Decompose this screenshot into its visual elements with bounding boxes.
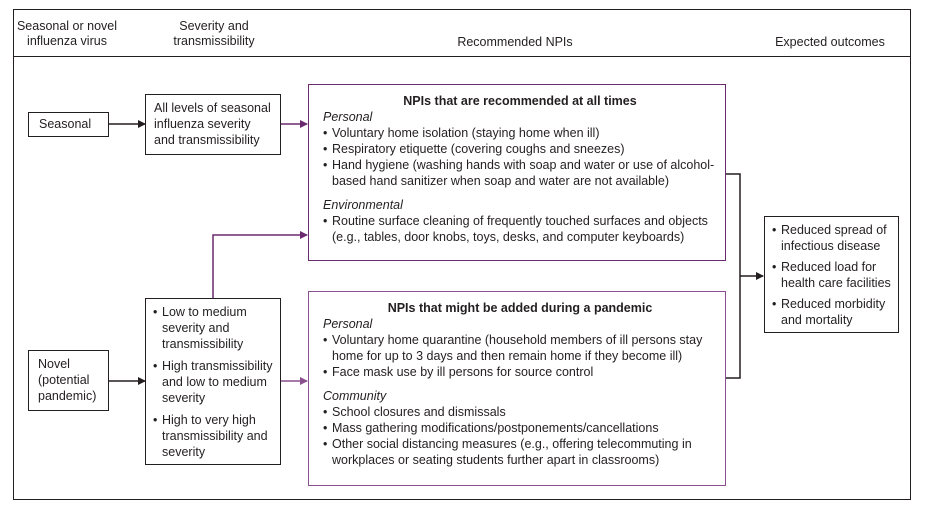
- header-expected-outcomes: Expected outcomes: [775, 35, 885, 49]
- npi-item: Routine surface cleaning of frequently t…: [323, 213, 717, 245]
- arrow-novel-severity-to-npis: [212, 231, 308, 298]
- novel-label: Novel (potential pandemic): [38, 357, 97, 403]
- bracket-npis-to-outcomes: [726, 173, 741, 379]
- environmental-heading: Environmental: [323, 198, 403, 212]
- severity-item: High transmissibility and low to medium …: [153, 358, 276, 406]
- npi-item: Face mask use by ill persons for source …: [323, 364, 717, 380]
- npi-item: Hand hygiene (washing hands with soap an…: [323, 157, 717, 189]
- npis-all-times-title: NPIs that are recommended at all times: [403, 94, 637, 108]
- header-virus-type: Seasonal or novel influenza virus: [16, 19, 118, 48]
- novel-box: Novel (potential pandemic): [28, 350, 109, 411]
- npis-pandemic-box: NPIs that might be added during a pandem…: [308, 291, 726, 486]
- diagram-frame: [13, 9, 911, 500]
- novel-severity-box: Low to medium severity and transmissibil…: [145, 298, 281, 465]
- npi-item: Respiratory etiquette (covering coughs a…: [323, 141, 717, 157]
- outcome-item: Reduced load for health care facilities: [772, 259, 894, 291]
- header-recommended-npis: Recommended NPIs: [457, 35, 573, 49]
- header-severity: Severity and transmissibility: [173, 19, 255, 48]
- seasonal-severity-text: All levels of seasonal influenza severit…: [154, 101, 271, 147]
- outcome-item: Reduced morbidity and mortality: [772, 296, 894, 328]
- outcome-item: Reduced spread of infectious disease: [772, 222, 894, 254]
- seasonal-severity-box: All levels of seasonal influenza severit…: [145, 94, 281, 155]
- community-heading: Community: [323, 389, 387, 403]
- npis-pandemic-title: NPIs that might be added during a pandem…: [387, 301, 653, 315]
- personal-heading: Personal: [323, 110, 373, 124]
- npi-item: Voluntary home isolation (staying home w…: [323, 125, 717, 141]
- severity-item: High to very high transmissibility and s…: [153, 412, 276, 460]
- severity-item: Low to medium severity and transmissibil…: [153, 304, 276, 352]
- npi-item: Other social distancing measures (e.g., …: [323, 436, 717, 468]
- header-divider: [13, 56, 911, 57]
- npis-all-times-box: NPIs that are recommended at all times P…: [308, 84, 726, 261]
- npi-item: School closures and dismissals: [323, 404, 717, 420]
- seasonal-box: Seasonal: [28, 112, 109, 137]
- personal-heading: Personal: [323, 317, 373, 331]
- outcomes-box: Reduced spread of infectious disease Red…: [764, 216, 899, 333]
- npi-item: Mass gathering modifications/postponemen…: [323, 420, 717, 436]
- seasonal-label: Seasonal: [39, 117, 92, 131]
- npi-item: Voluntary home quarantine (household mem…: [323, 332, 717, 364]
